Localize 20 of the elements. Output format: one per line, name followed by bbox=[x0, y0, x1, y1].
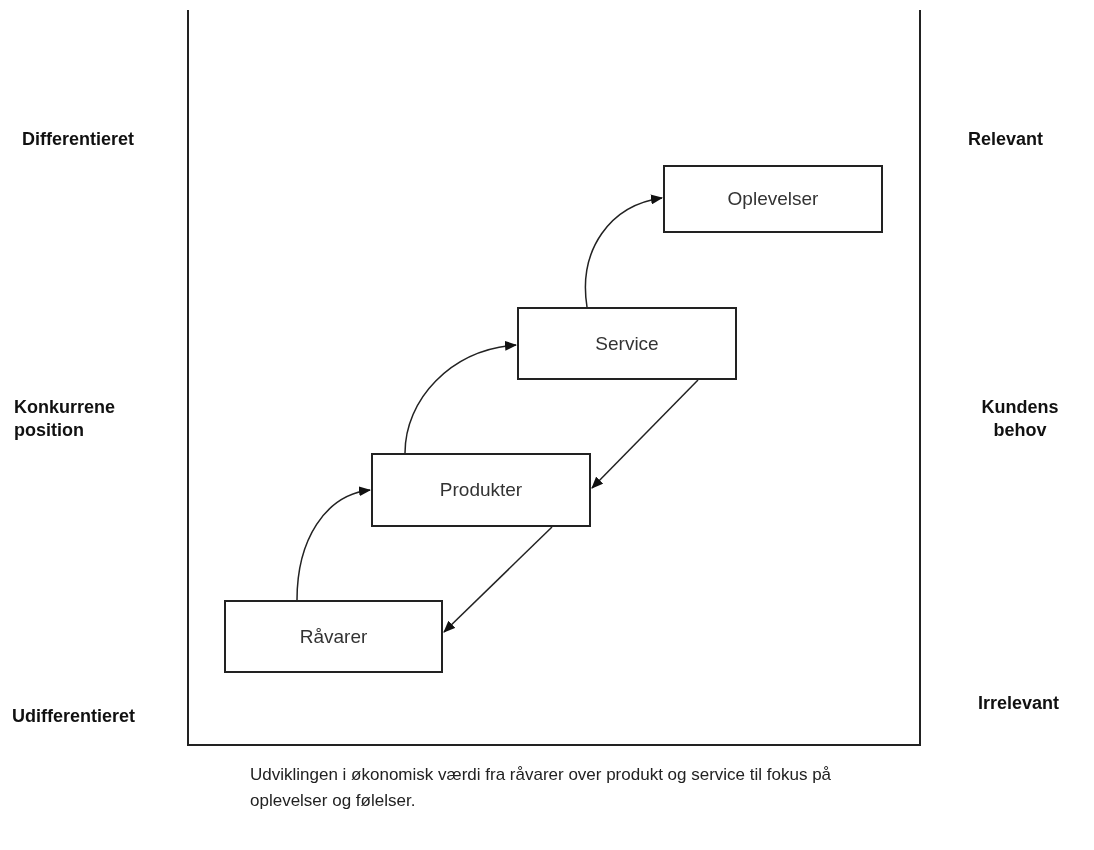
process-box bbox=[224, 600, 443, 673]
arrow bbox=[591, 379, 699, 489]
axis-label: Differentieret bbox=[22, 128, 135, 151]
box-label: Produkter bbox=[439, 479, 523, 501]
box-label: Oplevelser bbox=[727, 188, 819, 210]
axis-label: Konkurrene position bbox=[14, 396, 117, 443]
process-box bbox=[371, 453, 591, 527]
box-label: Råvarer bbox=[299, 625, 368, 648]
arrow bbox=[296, 487, 371, 601]
arrow bbox=[443, 526, 553, 633]
caption: Udviklingen i økonomisk værdi fra råvarer over produkt og service til fokus på oplevelser og følelser. bbox=[250, 764, 833, 812]
box-label: Service bbox=[595, 332, 659, 355]
process-box bbox=[517, 307, 737, 380]
process-box bbox=[663, 165, 883, 233]
axis-label: Relevant bbox=[968, 128, 1044, 151]
arrow bbox=[584, 195, 663, 308]
axis-label: Irrelevant bbox=[978, 692, 1060, 715]
arrow bbox=[404, 341, 517, 454]
axis-label: Kundens behov bbox=[980, 396, 1060, 443]
axis-label: Udifferentieret bbox=[12, 705, 136, 728]
